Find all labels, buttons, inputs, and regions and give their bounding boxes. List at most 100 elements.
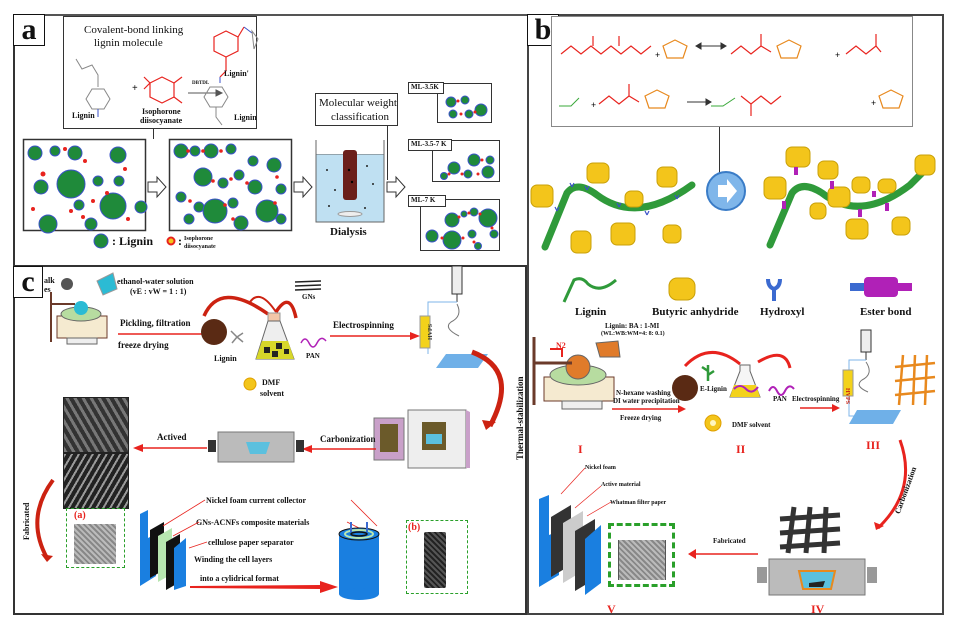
dmf-icon-b <box>704 414 722 432</box>
transform-arrow-icon <box>706 171 746 211</box>
fraction-label-box-2: ML-3.5-7 K <box>408 139 452 151</box>
legend-butyric-anhydride-label: Butyric anhydride <box>652 306 739 318</box>
reaction-setup-b <box>532 337 615 410</box>
gns-icon <box>294 280 322 291</box>
lignin-legend-label: : Lignin <box>112 234 154 248</box>
stage-ii: II <box>736 442 746 456</box>
flow-arrows-c <box>202 295 298 319</box>
photo-sample-b-c <box>424 532 446 588</box>
crosslinked-lignin-box <box>168 138 293 232</box>
classification-connector <box>387 126 388 180</box>
classification-box: Molecular weight classification <box>315 93 398 126</box>
dmf-label-b: DMF solvent <box>732 421 771 429</box>
carbonization-arrow-c <box>302 445 376 453</box>
solution-beaker-c <box>96 272 118 296</box>
reactant-lignin-label: Lignin <box>72 111 95 120</box>
e-lignin-icon <box>701 365 715 381</box>
dialysis-label: Dialysis <box>330 226 367 238</box>
layer-active-material-b: Active material <box>601 482 641 488</box>
solution-label-2: (vE : vW = 1 : 1) <box>130 287 187 296</box>
row1-plus2: + <box>835 50 840 60</box>
pan-icon-b <box>768 385 795 396</box>
reaction-box-a: Covalent-bond linking lignin molecule <box>63 16 259 129</box>
sem-image-2 <box>63 453 129 509</box>
arrow-right-1 <box>147 175 167 199</box>
thermal-arrow-c <box>471 349 505 430</box>
legend-hydroxyl-label: Hydroxyl <box>760 306 805 318</box>
pan-icon-c <box>300 337 327 348</box>
stage-iii: III <box>866 438 881 452</box>
electrospinning-label-c: Electrospinning <box>333 320 394 330</box>
legend-lignin-icon <box>562 277 617 303</box>
photo-frame-b <box>608 523 675 587</box>
reaction-connector-b <box>719 127 720 177</box>
panel-a-top-border <box>13 14 288 16</box>
photo-frame-b-c <box>406 520 468 594</box>
row1-plus1: + <box>655 50 660 60</box>
pan-label-c: PAN <box>306 352 320 360</box>
carbon-fiber-mesh-black <box>779 506 841 554</box>
product-lignin-label: Lignin <box>234 113 257 122</box>
carbon-fiber-mesh-orange <box>894 354 936 406</box>
step1-label-c-2: freeze drying <box>118 340 169 350</box>
lignin-molecule-icon-c <box>230 330 244 344</box>
classification-label-2: classification <box>331 111 390 123</box>
fraction-label-2: ML-3.5-7 K <box>411 140 447 148</box>
step1-label-3: Freeze drying <box>620 414 662 422</box>
hvps-label-b: HVPS <box>844 388 850 405</box>
reaction-title-2: lignin molecule <box>94 37 163 49</box>
actived-arrow <box>133 444 207 452</box>
stage-v: V <box>607 602 616 616</box>
lignin-chain-after <box>763 146 936 249</box>
winding-label-2: into a cylidrical format <box>200 574 279 583</box>
electrospin-arrow-b <box>800 404 840 412</box>
layer-separator-c: cellulose paper separator <box>208 538 294 547</box>
lignin-ball-c <box>201 319 227 345</box>
classification-label-1: Molecular weight <box>319 97 397 109</box>
carbonization-arrow-b <box>874 439 908 530</box>
dmf-label-c-2: solvent <box>260 389 284 398</box>
fraction-label-box-3: ML-7 K <box>408 195 446 207</box>
tube-furnace-b <box>757 558 877 596</box>
fabricated-label-c: Fabricated <box>22 502 31 540</box>
pan-label-b: PAN <box>773 395 787 403</box>
ipdi-legend-icon <box>166 236 176 246</box>
legend-hydroxyl-icon <box>766 278 782 301</box>
reaction-title-1: Covalent-bond linking <box>84 24 184 36</box>
flask-c <box>255 312 295 360</box>
e-lignin-label: E-Lignin <box>700 385 727 393</box>
fabricated-label-b: Fabricated <box>713 537 746 545</box>
chalk-icon <box>61 278 73 290</box>
panel-divider-ab-top <box>288 14 528 16</box>
layer-nickel-foam-b: Nickel foam <box>585 465 616 471</box>
fraction-2-particles <box>440 153 495 180</box>
lignin-ball-b <box>672 375 698 401</box>
reactant-ipdi-label-2: diisocyanate <box>140 116 183 125</box>
photo-a-label: (a) <box>74 510 86 521</box>
fabricated-arrow-b <box>688 549 758 559</box>
row2-plus2: + <box>871 98 876 108</box>
arrow-right-3 <box>386 175 406 199</box>
connector-line <box>153 129 154 139</box>
dmf-icon-c <box>243 377 257 391</box>
label-lines-b <box>560 467 612 517</box>
legend-lignin-label: Lignin <box>575 306 607 318</box>
fraction-label-1: ML-3.5K <box>411 83 439 91</box>
oven-c <box>373 409 470 469</box>
hvps-label-c: HVPS <box>428 323 434 340</box>
lignin-structure-left <box>75 26 259 126</box>
lignin-dispersion-box <box>22 138 148 234</box>
fraction-3-particles <box>425 207 499 250</box>
fraction-label-box-1: ML-3.5K <box>408 82 444 94</box>
panel-c-frame <box>13 265 527 615</box>
step1-label-1: N-hexane washing <box>616 389 671 397</box>
electrospinning-label-b: Electrospinning <box>792 395 840 403</box>
stage-i: I <box>578 442 583 456</box>
product-lignin-prime-label: Lignin' <box>224 69 249 78</box>
catalyst-label: DBTDL <box>192 81 210 86</box>
reaction-setup-c <box>50 292 108 345</box>
flow-arrows-b <box>683 351 792 369</box>
reaction-box-b <box>551 16 913 127</box>
lignin-label-c: Lignin <box>214 354 237 363</box>
